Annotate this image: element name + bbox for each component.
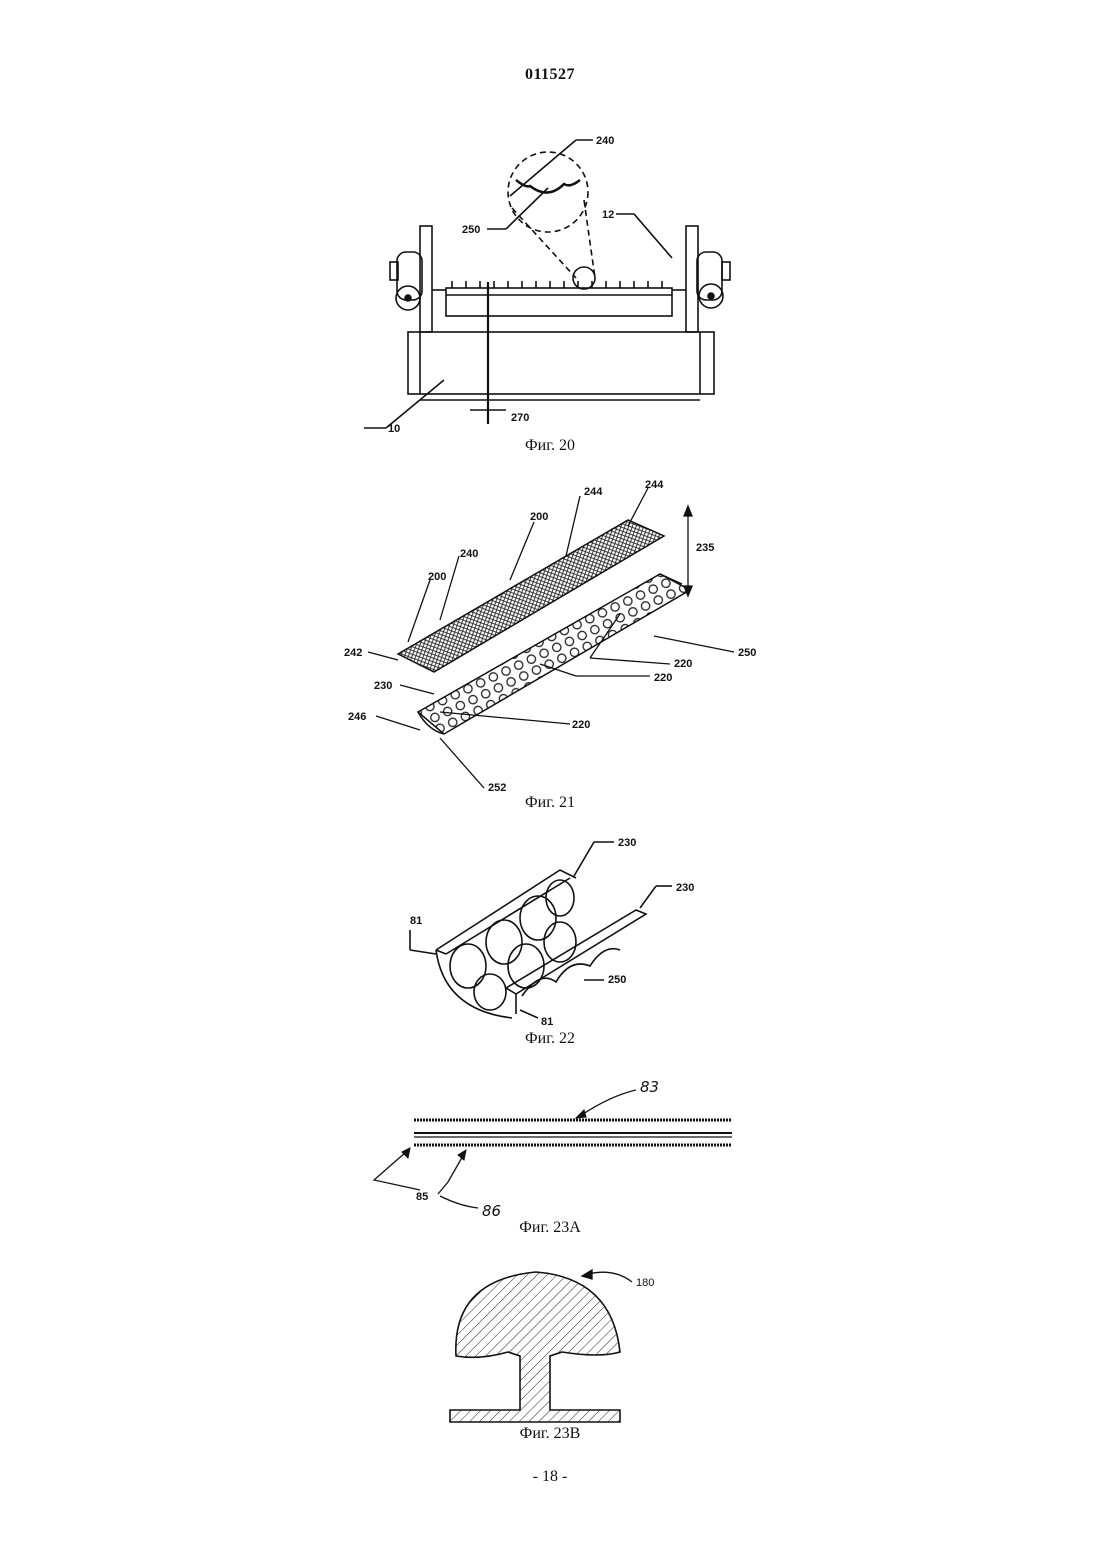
figure-23b-drawing: 180 bbox=[0, 0, 1100, 1430]
fig23b-label-180: 180 bbox=[636, 1277, 654, 1289]
figure-23b-caption: Фиг. 23B bbox=[0, 1425, 1100, 1443]
page-number: - 18 - bbox=[0, 1468, 1100, 1486]
